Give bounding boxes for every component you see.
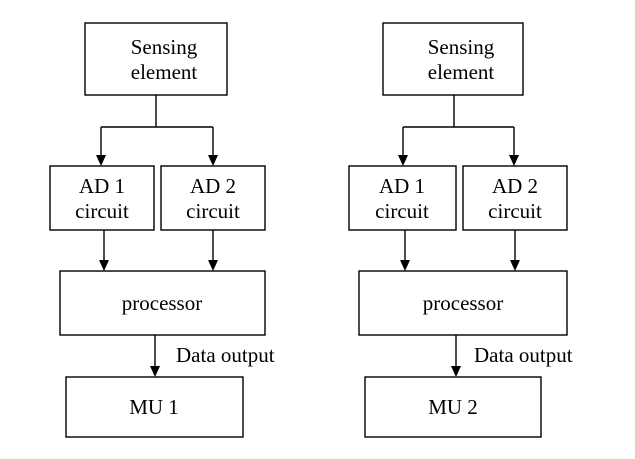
right-processor-box [358,270,568,336]
right-ad2-box [462,165,568,231]
right-processor-node: processor [358,270,568,336]
left-arrowhead-processor-to-mu [150,366,160,377]
right-sensing-element-label-line2: element [428,60,495,84]
left-ad1-node: AD 1 circuit [49,165,155,231]
left-ad2-node: AD 2 circuit [160,165,266,231]
right-mu-box [364,376,542,438]
left-ad1-label-line2: circuit [75,199,129,223]
right-arrowhead-ad1-to-processor [400,260,410,271]
right-ad1-label-line1: AD 1 [379,174,425,198]
left-arrowhead-to-ad2 [208,155,218,166]
left-sensing-element-box [84,22,228,96]
right-arrowhead-to-ad1 [398,155,408,166]
right-arrowhead-processor-to-mu [451,366,461,377]
left-mu-label: MU 1 [129,395,179,419]
left-sensing-element-label-line1: Sensing [131,35,198,59]
left-arrowhead-to-ad1 [96,155,106,166]
left-arrowhead-ad2-to-processor [208,260,218,271]
left-chain: Sensing element AD 1 circuit AD 2 circui… [49,22,275,438]
left-ad2-label-line1: AD 2 [190,174,236,198]
left-processor-node: processor [59,270,266,336]
right-data-output-label: Data output [474,343,573,367]
right-arrowhead-to-ad2 [509,155,519,166]
left-data-output-label: Data output [176,343,275,367]
left-sensing-element-label-line2: element [131,60,198,84]
right-mu-label: MU 2 [428,395,478,419]
left-arrowhead-ad1-to-processor [99,260,109,271]
left-ad2-label-line2: circuit [186,199,240,223]
right-ad1-label-line2: circuit [375,199,429,223]
right-mu-node: MU 2 [364,376,542,438]
right-ad2-label-line2: circuit [488,199,542,223]
left-sensing-element-node: Sensing element [84,22,228,96]
left-split-connector [96,95,218,166]
right-ad2-label-line1: AD 2 [492,174,538,198]
right-sensing-element-node: Sensing element [382,22,524,96]
right-arrowhead-ad2-to-processor [510,260,520,271]
right-ad2-node: AD 2 circuit [462,165,568,231]
right-processor-label: processor [423,291,503,315]
left-processor-label: processor [122,291,202,315]
right-chain: Sensing element AD 1 circuit AD 2 circui… [348,22,573,438]
right-sensing-element-box [382,22,524,96]
right-sensing-element-label-line1: Sensing [428,35,495,59]
right-ad1-node: AD 1 circuit [348,165,457,231]
left-ad1-label-line1: AD 1 [79,174,125,198]
right-split-connector [398,95,519,166]
left-mu-box [65,376,244,438]
left-processor-box [59,270,266,336]
right-ad1-box [348,165,457,231]
left-ad1-box [49,165,155,231]
left-mu-node: MU 1 [65,376,244,438]
